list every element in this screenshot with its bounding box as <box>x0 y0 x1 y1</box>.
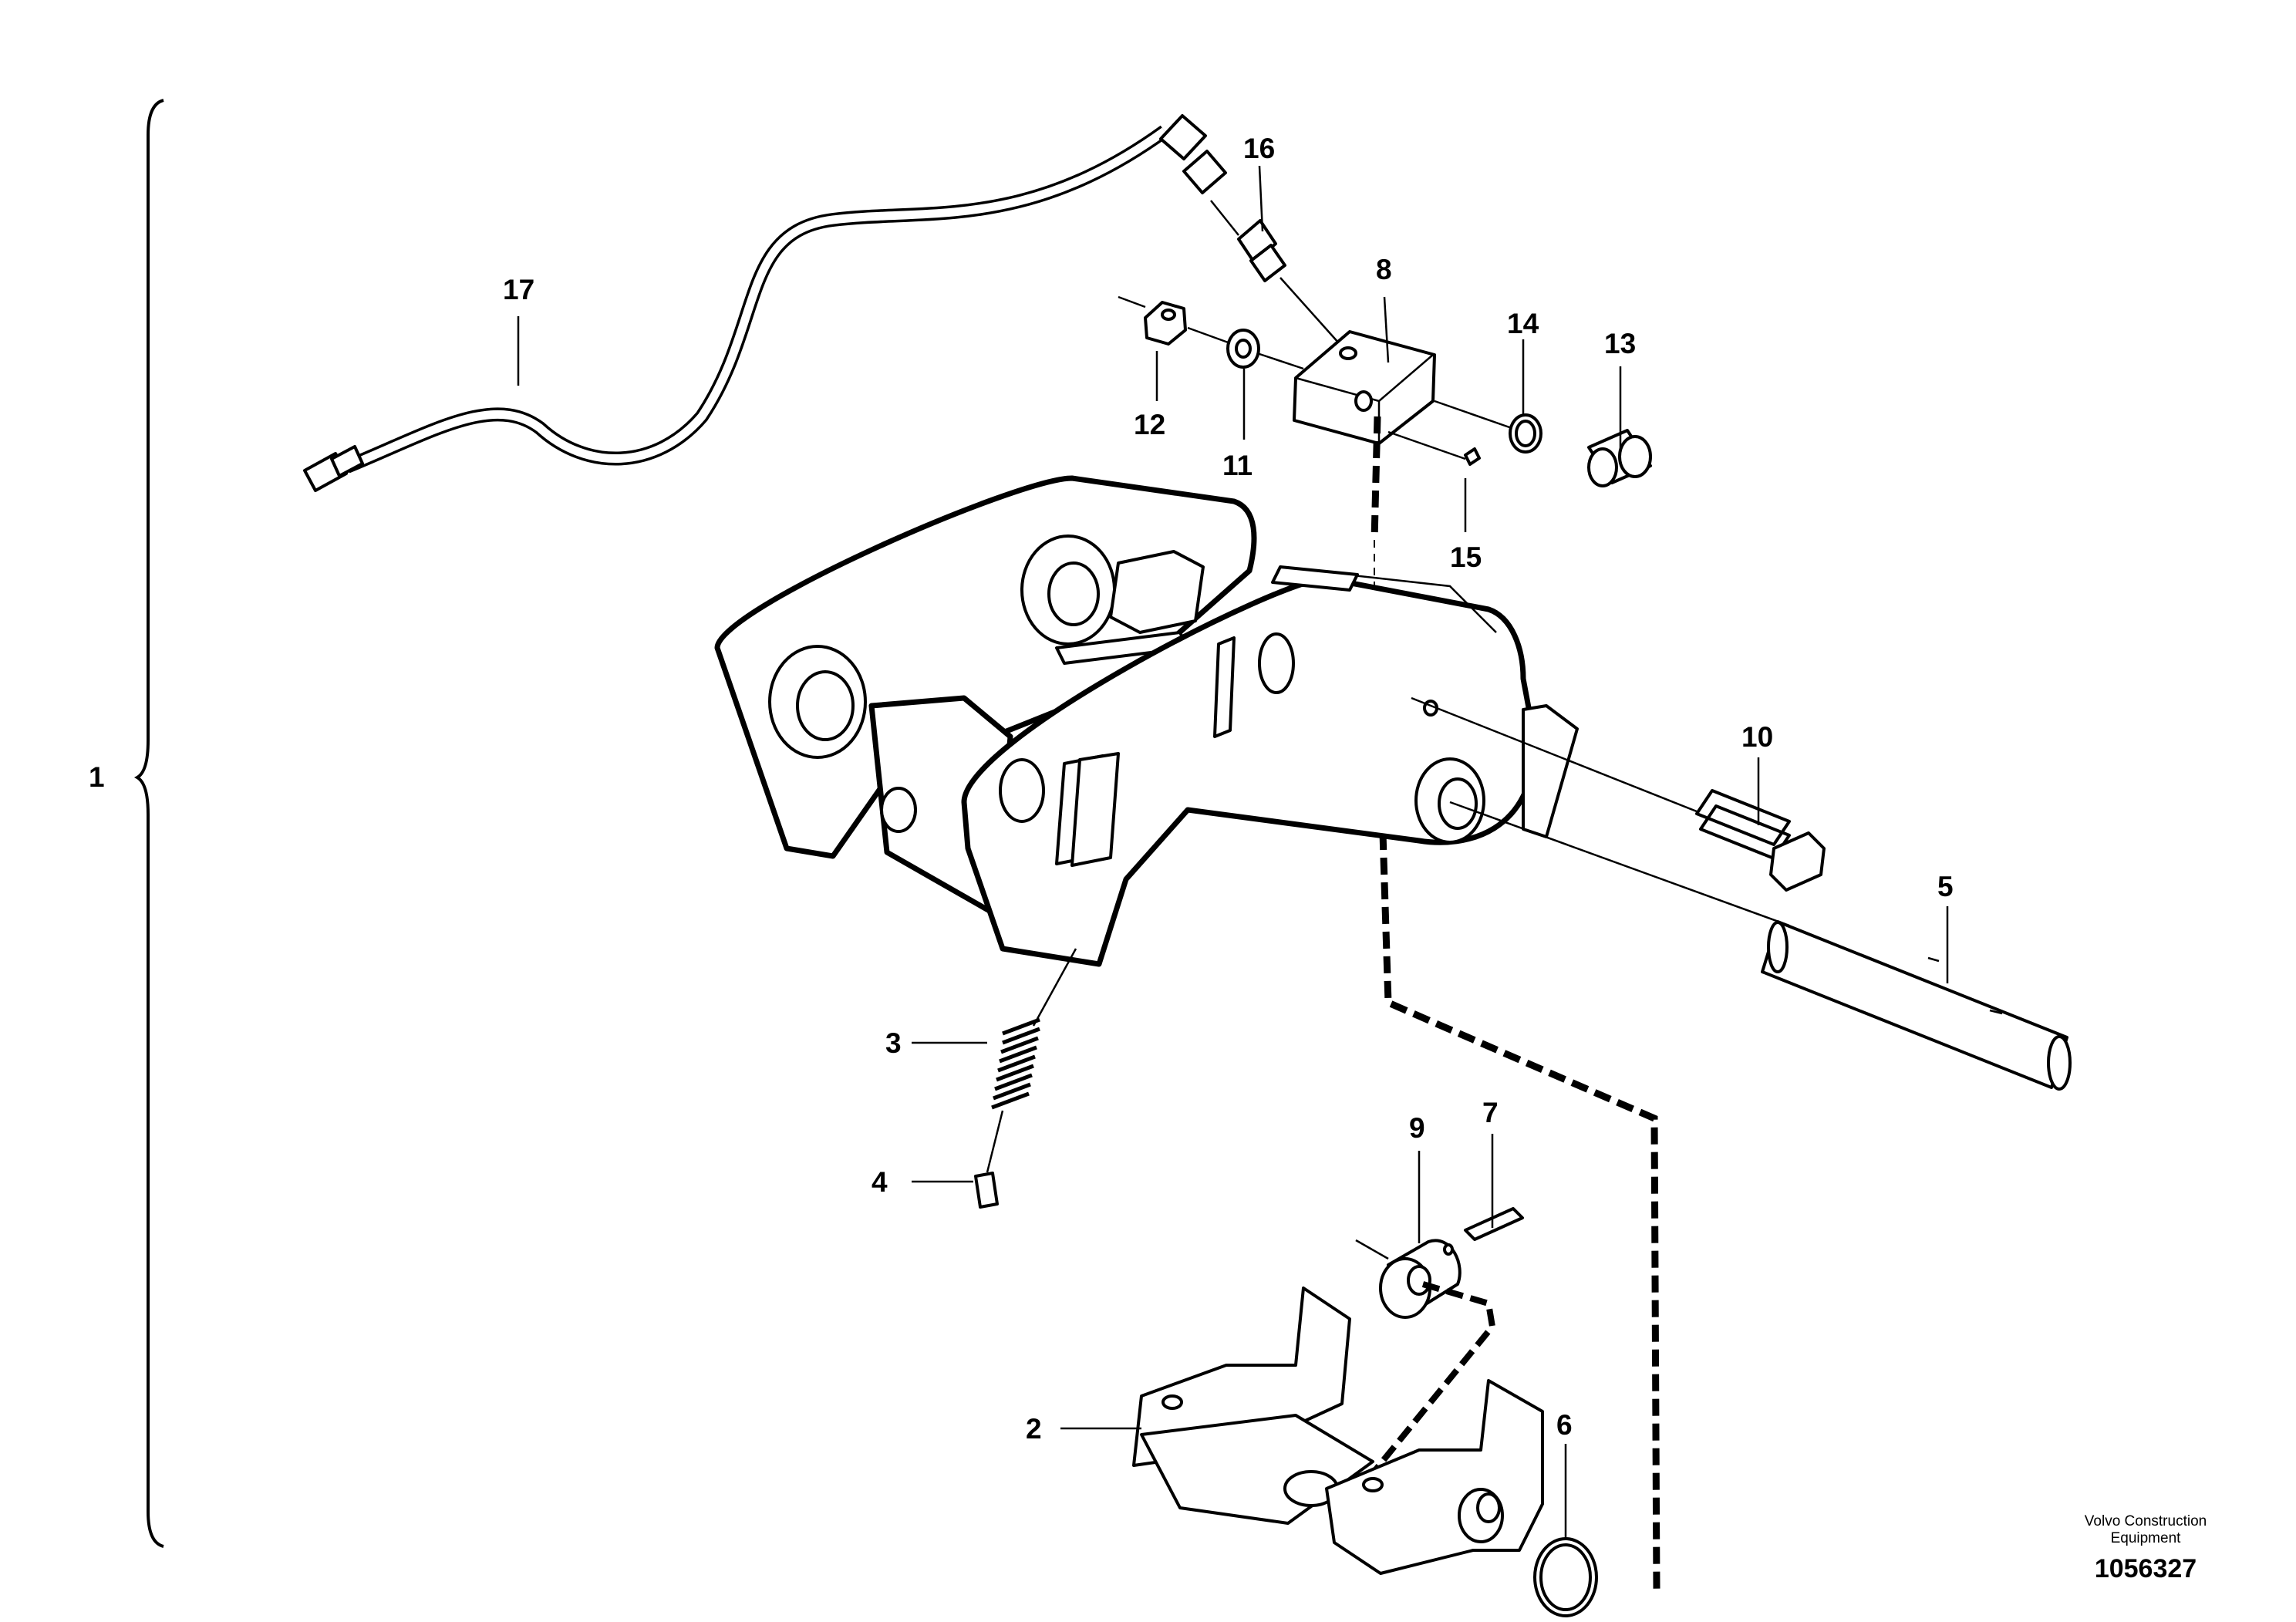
hose-fitting <box>1210 200 1347 352</box>
brand-line-2: Equipment <box>2111 1530 2182 1546</box>
spring <box>986 948 1077 1173</box>
hydraulic-hose <box>303 114 1227 492</box>
bolt <box>1411 696 1826 892</box>
callout-2: 2 <box>1026 1413 1042 1445</box>
callout-17: 17 <box>503 274 534 305</box>
callout-3: 3 <box>885 1027 902 1059</box>
frame-back-plate <box>714 475 1257 859</box>
callout-9: 9 <box>1409 1112 1425 1144</box>
document-number: 1056327 <box>2095 1554 2197 1583</box>
bracket-right <box>1325 1379 1544 1575</box>
callout-13: 13 <box>1604 328 1636 359</box>
callout-5: 5 <box>1937 871 1954 902</box>
callout-8: 8 <box>1376 254 1392 285</box>
callout-11: 11 <box>1222 450 1253 481</box>
pin <box>1464 447 1481 466</box>
nut <box>1118 295 1187 346</box>
callout-10: 10 <box>1741 721 1773 753</box>
valve-block <box>1293 330 1436 445</box>
plug <box>1587 429 1652 487</box>
callout-7: 7 <box>1482 1097 1499 1128</box>
brand-line-1: Volvo Construction <box>2085 1513 2207 1529</box>
spring-pin <box>974 1172 999 1209</box>
callout-1: 1 <box>89 761 105 793</box>
callout-6: 6 <box>1556 1409 1573 1441</box>
callout-15: 15 <box>1450 541 1482 573</box>
shaft <box>1449 801 2072 1091</box>
lock-ring <box>1355 1239 1462 1319</box>
callout-4: 4 <box>872 1166 888 1198</box>
frame-front-plate <box>961 565 1579 967</box>
callout-12: 12 <box>1134 409 1165 440</box>
washer <box>1187 326 1304 370</box>
leader-lines <box>517 165 1949 1539</box>
callout-16: 16 <box>1243 133 1275 164</box>
assembly-brace <box>133 99 164 1548</box>
roll-pin <box>1464 1207 1524 1241</box>
callout-14: 14 <box>1507 308 1539 339</box>
